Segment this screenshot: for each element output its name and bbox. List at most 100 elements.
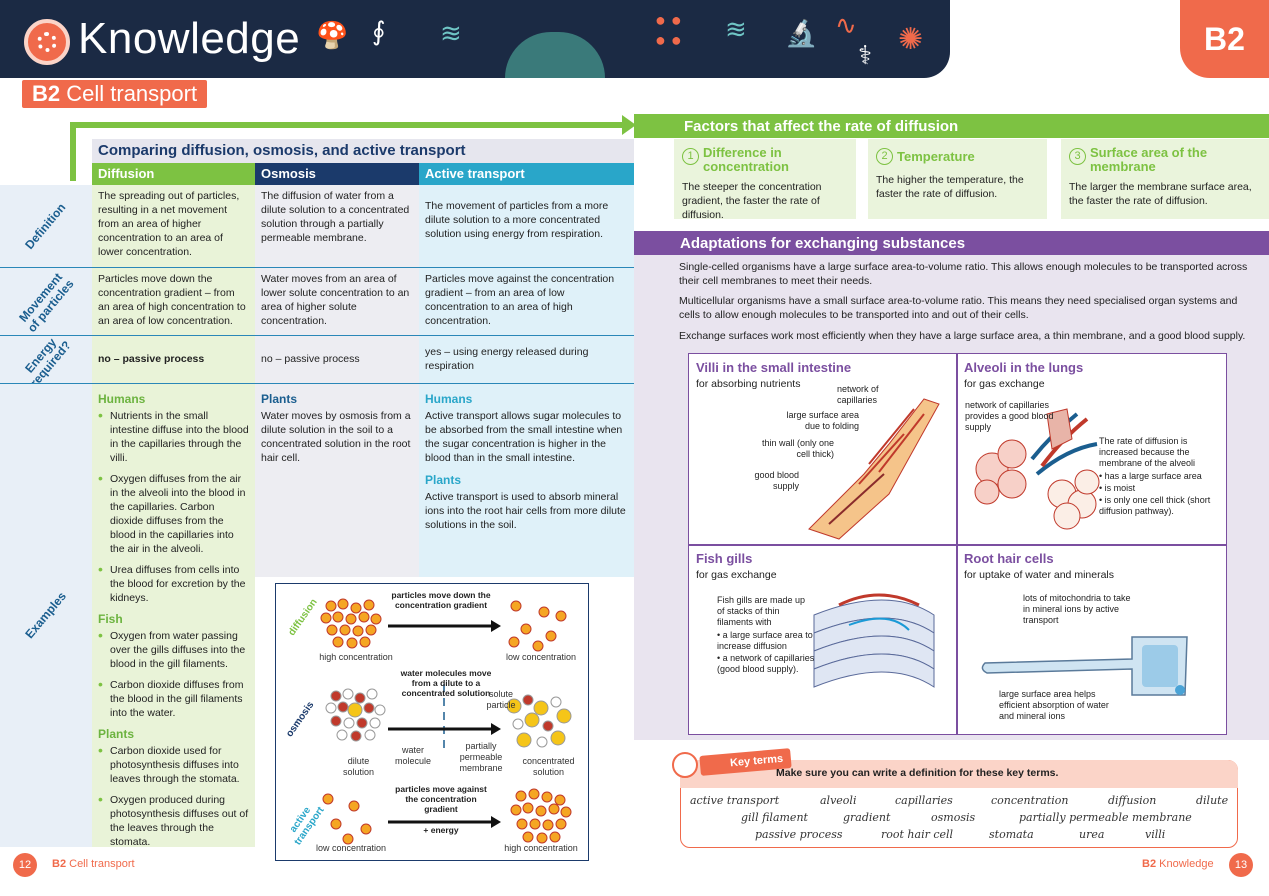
row-label-text: Movement of particles	[16, 269, 77, 335]
key-term: capillaries	[895, 794, 953, 807]
header-banner	[0, 0, 950, 78]
particle-illustration	[320, 598, 572, 845]
page-title: Knowledge	[78, 14, 301, 63]
cell-text: The movement of particles from a more di…	[425, 200, 609, 240]
villi-annotation-1: network of capillaries	[837, 384, 879, 405]
factor-number: 2	[876, 148, 893, 165]
solute-label: solute particle	[486, 689, 516, 710]
osmosis-plants-heading: Plants	[261, 392, 298, 406]
villi-annotation-2: large surface area due to folding	[786, 410, 859, 431]
key-term: passive process	[755, 828, 843, 841]
page-number-left: 12	[13, 853, 37, 877]
active-plants-text: Active transport is used to absorb miner…	[425, 491, 626, 531]
alveoli-title: Alveoli in the lungs	[964, 360, 1084, 375]
cell-energy-active: yes – using energy released during respi…	[419, 336, 634, 383]
connector-line-top	[70, 122, 625, 128]
key-term: osmosis	[931, 811, 976, 824]
plants-heading: Plants	[98, 727, 135, 741]
humans-list: Nutrients in the small intestine diffuse…	[98, 409, 249, 605]
cell-text: The spreading out of particles, resultin…	[98, 190, 240, 258]
factor-title: Surface area of the membrane	[1090, 145, 1208, 174]
adaptations-title: Adaptations for exchanging substances	[634, 231, 1269, 255]
cell-text: no – passive process	[98, 353, 205, 365]
cell-def-diffusion: The spreading out of particles, resultin…	[92, 185, 255, 267]
adaptations-para-1: Single-celled organisms have a large sur…	[679, 261, 1248, 287]
row-divider	[0, 335, 634, 336]
key-term: stomata	[989, 828, 1034, 841]
bacteria-icon: ⚕	[858, 40, 873, 70]
root-hair-annotation-2: large surface area helps efficient absor…	[999, 689, 1109, 721]
alveoli-bullet-2: • is moist	[1099, 483, 1136, 493]
row-label-text: Definition	[22, 199, 69, 252]
alveoli-bullet-3: • is only one cell thick (short diffusio…	[1099, 495, 1211, 516]
osmosis-plants-text: Water moves by osmosis from a dilute sol…	[261, 410, 411, 464]
membrane-label: partially permeable membrane	[459, 741, 503, 773]
key-term: alveoli	[820, 794, 857, 807]
col-osmosis: Osmosis	[255, 163, 419, 185]
factor-title: Temperature	[897, 149, 975, 164]
cell-text: Particles move down the concentration gr…	[98, 273, 246, 327]
adaptations-para-3: Exchange surfaces work most efficiently …	[679, 330, 1246, 342]
key-term: urea	[1079, 828, 1105, 841]
key-terms-intro: Make sure you can write a definition for…	[776, 767, 1059, 779]
energy-label: + energy	[423, 825, 459, 835]
diffusion-left-label: high concentration	[319, 652, 393, 662]
cell-def-active: The movement of particles from a more di…	[419, 185, 634, 267]
adaptations-grid: Villi in the small intestine for absorbi…	[688, 353, 1227, 735]
list-item: Carbon dioxide used for photosynthesis d…	[98, 744, 249, 786]
cell-text: The diffusion of water from a dilute sol…	[261, 190, 410, 244]
diffusion-arrow-label: particles move down the concentration gr…	[391, 590, 491, 610]
root-hair-subtitle: for uptake of water and minerals	[964, 569, 1114, 581]
cells-icon: ● ●● ●	[655, 10, 682, 50]
cell-text: Water moves from an area of lower solute…	[261, 273, 410, 327]
fish-list: Oxygen from water passing over the gills…	[98, 629, 249, 720]
active-plants-heading: Plants	[425, 473, 462, 487]
list-item: Urea diffuses from cells into the blood …	[98, 563, 249, 605]
footer-right-code: B2	[1142, 858, 1157, 870]
osmosis-left-label: dilute solution	[342, 756, 375, 777]
footer-right: B2 Knowledge	[1142, 858, 1214, 870]
key-term: concentration	[991, 794, 1069, 807]
active-humans-heading: Humans	[425, 392, 473, 406]
row-label-examples: Examples	[0, 384, 92, 847]
key-term: gill filament	[741, 811, 808, 824]
cell-examples-diffusion: Humans Nutrients in the small intestine …	[92, 384, 255, 848]
gills-title: Fish gills	[696, 551, 753, 566]
gills-panel: Fish gills for gas exchange Fish gills a…	[689, 545, 957, 735]
alveoli-annotation-1: network of capillaries provides a good b…	[965, 400, 1054, 432]
cell-move-active: Particles move against the concentration…	[419, 268, 634, 335]
villi-title: Villi in the small intestine	[696, 360, 852, 375]
alveoli-panel: Alveoli in the lungs for gas exchange ne…	[957, 354, 1225, 544]
connector-line	[70, 124, 76, 181]
row-label-text: Energy required?	[22, 334, 74, 390]
cell-def-osmosis: The diffusion of water from a dilute sol…	[255, 185, 419, 267]
section-name: Cell transport	[66, 81, 198, 106]
key-term: root hair cell	[881, 828, 954, 841]
factor-number: 3	[1069, 148, 1086, 165]
row-label-energy: Energy required?	[0, 335, 92, 389]
villi-panel: Villi in the small intestine for absorbi…	[689, 354, 957, 544]
cell-examples-active: Humans Active transport allows sugar mol…	[419, 384, 634, 577]
col-active-transport: Active transport	[419, 163, 634, 185]
list-item: Nutrients in the small intestine diffuse…	[98, 409, 249, 465]
transport-diagram: diffusion particles move down the concen…	[275, 583, 589, 861]
cell-text: Particles move against the concentration…	[425, 273, 615, 327]
key-term: gradient	[843, 811, 891, 824]
list-item: Oxygen from water passing over the gills…	[98, 629, 249, 671]
factor-text: The larger the membrane surface area, th…	[1069, 181, 1252, 207]
key-term: partially permeable membrane	[1019, 811, 1192, 824]
water-label: water molecule	[394, 745, 432, 766]
footer-left: B2 Cell transport	[52, 858, 135, 870]
key-term: villi	[1145, 828, 1166, 841]
osmosis-right-label: concentrated solution	[522, 756, 575, 777]
list-item: Oxygen diffuses from the air in the alve…	[98, 472, 249, 556]
key-icon	[672, 752, 698, 778]
row-label-movement: Movement of particles	[0, 268, 92, 335]
active-humans-text: Active transport allows sugar molecules …	[425, 410, 623, 464]
villi-annotation-3: thin wall (only one cell thick)	[761, 438, 834, 459]
villi-annotation-4: good blood supply	[754, 470, 799, 491]
key-term: dilute	[1196, 794, 1229, 807]
villi-illustration	[808, 398, 940, 540]
